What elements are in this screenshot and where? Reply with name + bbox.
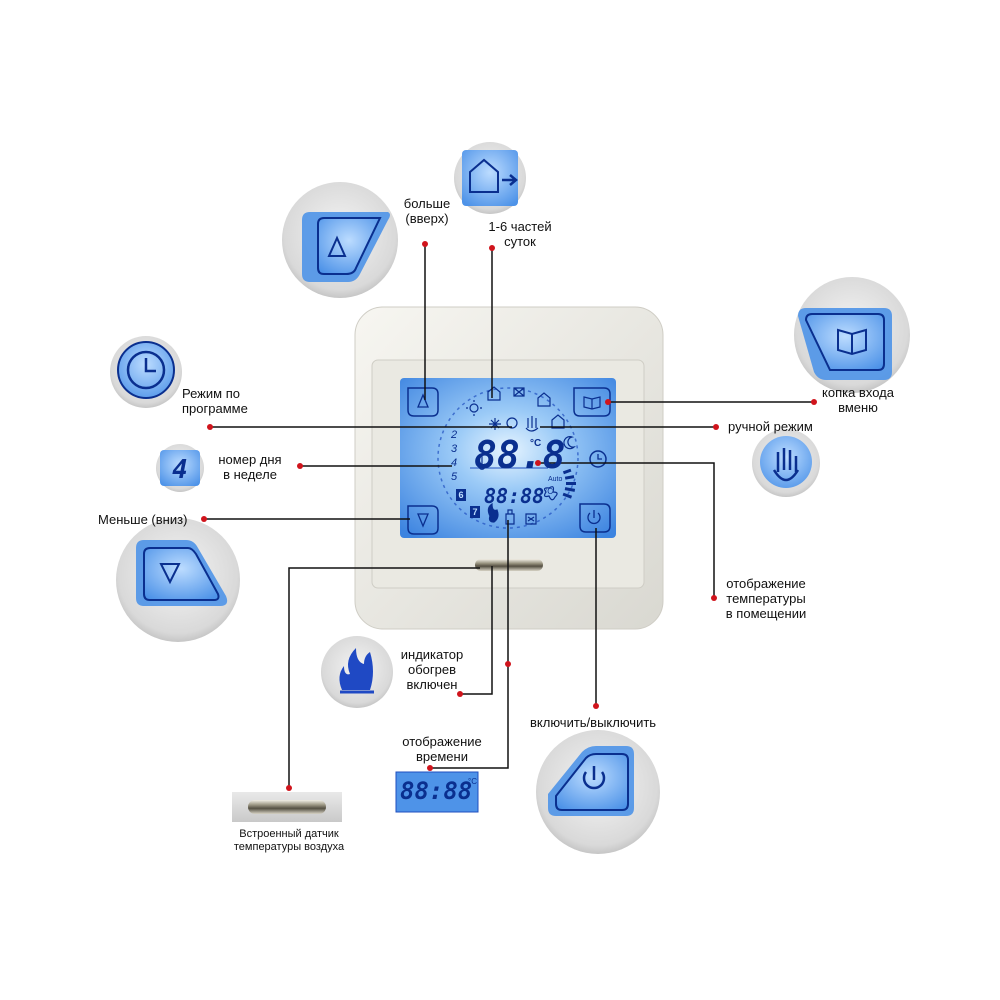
fan-icon [543,486,558,501]
lcd-dial [437,387,579,529]
triangle-up-large-icon [327,235,347,257]
label-menu: копка входа вменю [810,385,906,415]
lcd-program-button[interactable] [589,450,607,468]
label-time: отображение времени [392,734,492,764]
label-periods-line2: суток [504,234,536,249]
flame-large-icon [339,648,373,690]
label-menu-line2: вменю [838,400,878,415]
label-heating: индикатор обогрев включен [392,647,472,692]
sensor-slot [475,559,543,571]
hand-icon [525,416,539,432]
zoom-up-button [282,182,398,298]
triangle-up-icon [417,393,429,408]
leader-lines [204,244,814,788]
label-program: Режим по программе [182,386,282,416]
label-up-line2: (вверх) [405,211,449,226]
lcd-clock-unit: °C [544,487,553,496]
zoom-manual-icon [752,429,820,497]
hand-large-icon [772,448,800,482]
time-sample-value: 88:88 [400,777,473,805]
label-time-line1: отображение [402,734,482,749]
lcd-day-5: 5 [451,471,458,483]
window-open-icon [525,513,537,525]
snowflake-icon [489,418,501,430]
label-up-line1: больше [403,196,451,211]
label-program-line1: Режим по [182,386,240,401]
lcd-day-4: 4 [451,457,458,469]
lcd-day-numbers: 2 3 4 5 [451,428,457,484]
label-periods: 1-6 частей суток [478,219,562,249]
fan-speed-bars [562,468,576,499]
label-room: отображение температуры в помещении [718,576,814,621]
lcd-power-button[interactable] [579,503,611,533]
triangle-down-icon [417,513,429,528]
triangle-down-large-icon [159,563,181,585]
label-sensor: Встроенный датчик температуры воздуха [214,828,364,854]
label-room-line2: температуры [726,591,806,606]
flame-small-icon [487,502,499,523]
label-periods-line1: 1-6 частей [488,219,552,234]
label-power: включить/выключить [530,715,657,730]
label-sensor-line1: Встроенный датчик [239,828,339,840]
home-leave-icon [487,386,501,401]
sensor-panel-sample [232,792,342,822]
label-room-line3: в помещении [725,606,807,621]
time-sample-unit: °C [468,777,477,786]
book-large-icon [837,328,867,356]
label-manual: ручной режим [728,419,813,434]
label-sensor-line2: температуры воздуха [233,841,345,853]
thermometer-icon [478,454,486,470]
clock-large-icon [126,350,166,390]
zoom-menu-button [794,277,910,393]
power-icon [587,512,601,525]
label-up: больше (вверх) [392,196,462,226]
zoom-periods-icon [454,142,526,214]
zoom-program-icon [110,336,182,408]
label-heating-line1: индикатор [400,647,464,662]
clock-icon [589,450,607,468]
lcd-auto-label: Auto [548,476,563,483]
thermostat-device [354,306,664,630]
lcd-day-badge-6: 6 [456,489,466,501]
label-day-line2: в неделе [223,467,277,482]
lcd-down-button[interactable] [407,505,439,535]
zoom-day-icon: 4 [156,444,204,492]
label-day-line1: номер дня [218,452,282,467]
label-room-line1: отображение [726,576,806,591]
zoom-heating-icon [321,636,393,708]
label-program-line2: программе [182,401,248,416]
label-heating-line3: включен [406,677,458,692]
time-display-sample [395,771,479,813]
home-return-icon [537,392,551,407]
lcd-clock: 88:88 [484,484,545,508]
zoom-down-button [116,518,240,642]
book-icon [583,396,601,410]
power-large-icon [582,771,606,790]
sun-icon [469,403,479,413]
lcd-day-2: 2 [451,429,458,441]
moon-icon [563,436,576,450]
label-time-line2: времени [416,749,468,764]
zoom-power-button [536,730,660,854]
lcd-up-button[interactable] [407,387,439,417]
lcd-temp-unit: °C [530,438,542,449]
lcd-room-temperature: 88.8 [474,433,566,477]
clock-small-icon [506,417,518,429]
lcd-menu-button[interactable] [573,387,611,417]
home-arrow-icon [469,158,499,193]
leader-dots [201,241,817,791]
lock-icon [505,509,515,525]
day-digit-icon: 4 [172,455,188,485]
lcd-day-3: 3 [451,443,458,455]
window-icon [513,387,525,397]
label-down: Меньше (вниз) [98,512,188,527]
label-day: номер дня в неделе [210,452,290,482]
lcd-day-badge-7: 7 [470,506,480,518]
label-menu-line1: копка входа [822,385,894,400]
label-heating-line2: обогрев [407,662,456,677]
